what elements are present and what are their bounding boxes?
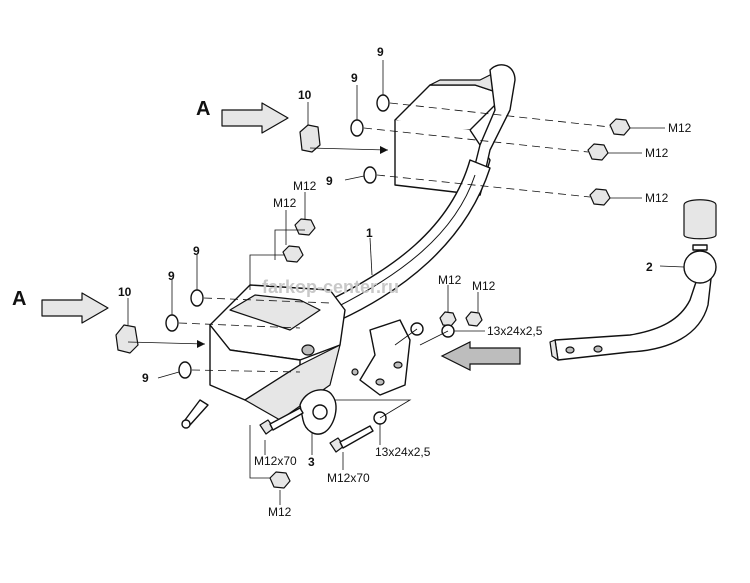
washer-size-label-2: 13x24x2,5 xyxy=(375,445,431,459)
nut-label-7: M12 xyxy=(472,279,496,293)
assembly-lines xyxy=(178,102,611,479)
washer-label-4: 9 xyxy=(193,244,200,258)
part-1-label: 1 xyxy=(366,226,373,240)
cap-arrowhead-upper xyxy=(380,146,388,154)
bolt-label-1: M12x70 xyxy=(254,454,297,468)
bolts-m12x70 xyxy=(259,407,374,453)
view-arrow-upper xyxy=(221,102,289,134)
nut-label-4: M12 xyxy=(293,179,317,193)
nut-label-6: M12 xyxy=(438,273,462,287)
cap-arrowhead-lower xyxy=(197,340,205,348)
washer-label-6: 9 xyxy=(142,371,149,385)
washers-9 xyxy=(165,94,390,379)
view-a-label-upper: A xyxy=(196,98,210,120)
cap-label-upper: 10 xyxy=(298,88,312,102)
nut-label-8: M12 xyxy=(268,505,292,519)
washer-label-1: 9 xyxy=(377,45,384,59)
cap-arrow-lower xyxy=(127,341,206,345)
towbar-crossbeam xyxy=(181,64,516,429)
washer-label-2: 9 xyxy=(351,71,358,85)
clamp-plate xyxy=(299,389,337,435)
watermark: farkop-center.ru xyxy=(262,277,399,297)
nut-label-3: M12 xyxy=(645,191,669,205)
view-a-label-lower: A xyxy=(12,288,26,310)
nut-label-2: M12 xyxy=(645,146,669,160)
part-3-label: 3 xyxy=(308,455,315,469)
cap-label-lower: 10 xyxy=(118,285,132,299)
insert-arrow xyxy=(440,341,521,371)
cap-arrow-upper xyxy=(309,147,389,151)
nut-label-5: M12 xyxy=(273,196,297,210)
part-2-label: 2 xyxy=(646,260,653,274)
washer-label-5: 9 xyxy=(168,269,175,283)
bolt-label-2: M12x70 xyxy=(327,471,370,485)
nut-label-1: M12 xyxy=(668,121,692,135)
view-arrow-lower xyxy=(41,292,109,324)
cap-lower xyxy=(115,324,139,354)
tow-ball-arm xyxy=(549,199,717,361)
label-leaders xyxy=(127,60,685,505)
washer-label-3: 9 xyxy=(326,174,333,188)
washer-size-label-1: 13x24x2,5 xyxy=(487,324,543,338)
